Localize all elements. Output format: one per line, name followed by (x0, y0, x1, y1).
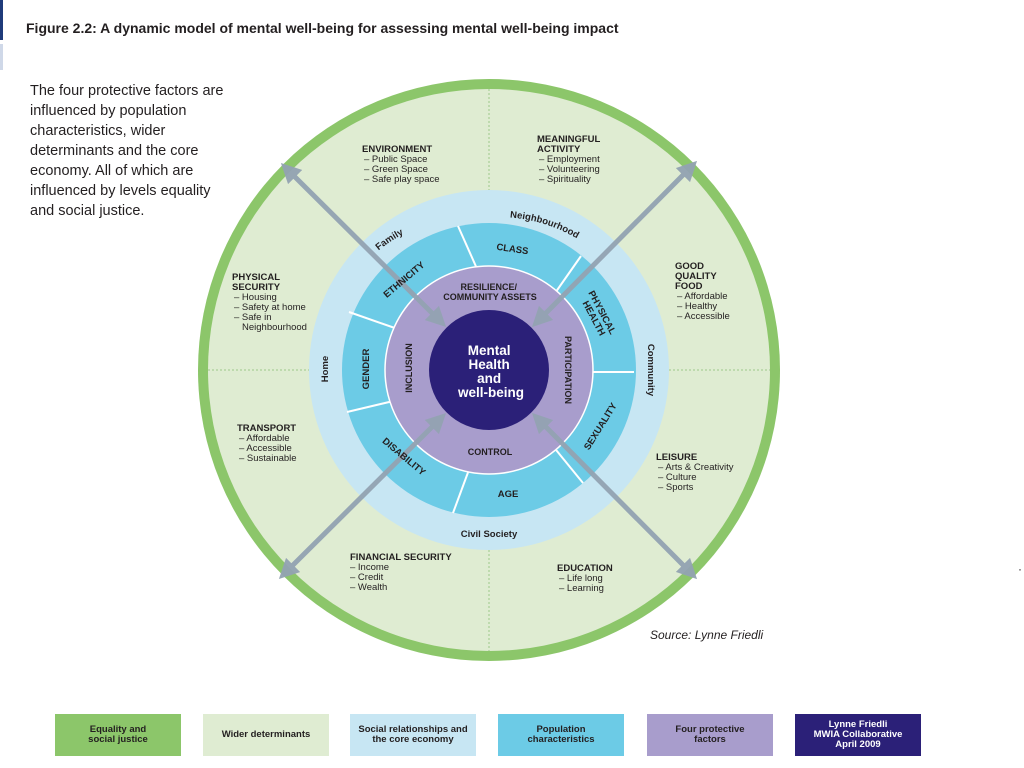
legend-line: Four protective (675, 724, 745, 735)
protective-factor-control: CONTROL (468, 447, 513, 457)
legend-line: social justice (88, 734, 148, 745)
determinant-meaningful-activity: MEANINGFUL ACTIVITY – Employment – Volun… (537, 129, 605, 185)
population-gender: GENDER (361, 349, 372, 390)
left-accent-bar-light (0, 44, 3, 70)
edge-mark: · (1018, 562, 1022, 576)
legend-line: characteristics (527, 734, 595, 745)
core-line: and (477, 371, 501, 386)
population-age: AGE (498, 489, 519, 500)
legend-line: factors (694, 734, 726, 745)
determinant-financial-security: FINANCIAL SECURITY – Income – Credit – W… (350, 547, 456, 593)
wellbeing-model-diagram: Mental Health and well-being RESILIENCE/… (198, 79, 780, 661)
determinant-transport: TRANSPORT – Affordable – Accessible – Su… (237, 418, 301, 464)
legend-line: Lynne Friedli (828, 719, 888, 730)
protective-factor-resilience: RESILIENCE/ COMMUNITY ASSETS (443, 282, 537, 302)
core-line: Health (468, 357, 509, 372)
core-line: well-being (457, 385, 524, 400)
population-class: CLASS (496, 242, 529, 257)
legend-line: Equality and (89, 724, 147, 735)
determinant-leisure: LEISURE – Arts & Creativity – Culture – … (656, 447, 738, 493)
social-label-home: Home (320, 356, 331, 382)
core-circle (429, 310, 549, 430)
legend-line: MWIA Collaborative (813, 729, 903, 740)
social-label-community: Community (645, 344, 656, 397)
legend-line: Wider determinants (221, 729, 311, 740)
determinant-good-quality-food: GOOD QUALITY FOOD – Affordable – Healthy… (675, 256, 732, 322)
arrow-bottom-left (278, 412, 447, 580)
figure-title: Figure 2.2: A dynamic model of mental we… (26, 20, 619, 36)
core-line: Mental (468, 343, 511, 358)
source-credit: Source: Lynne Friedli (650, 628, 764, 642)
intro-text: The four protective factors are influenc… (30, 83, 224, 219)
legend-line: Social relationships and (358, 724, 468, 735)
left-accent-bar (0, 0, 3, 40)
social-label-civil-society: Civil Society (461, 529, 518, 540)
protective-factor-inclusion: INCLUSION (404, 343, 414, 393)
core-label: Mental Health and well-being (457, 343, 524, 400)
determinant-education: EDUCATION – Life long – Learning (557, 558, 617, 594)
arrow-top-right (531, 160, 698, 328)
protective-factor-participation: PARTICIPATION (563, 336, 573, 404)
determinant-physical-security: PHYSICAL SECURITY – Housing – Safety at … (232, 267, 310, 333)
legend-line: Population (536, 724, 586, 735)
legend-line: the core economy (372, 734, 454, 745)
arrow-bottom-right (531, 412, 698, 580)
legend-line: April 2009 (835, 739, 881, 750)
determinant-environment: ENVIRONMENT – Public Space – Green Space… (362, 139, 440, 185)
influence-arrows (278, 160, 698, 580)
legend-wider-determinants: Wider determinants (203, 714, 329, 756)
arrow-top-left (280, 162, 447, 328)
